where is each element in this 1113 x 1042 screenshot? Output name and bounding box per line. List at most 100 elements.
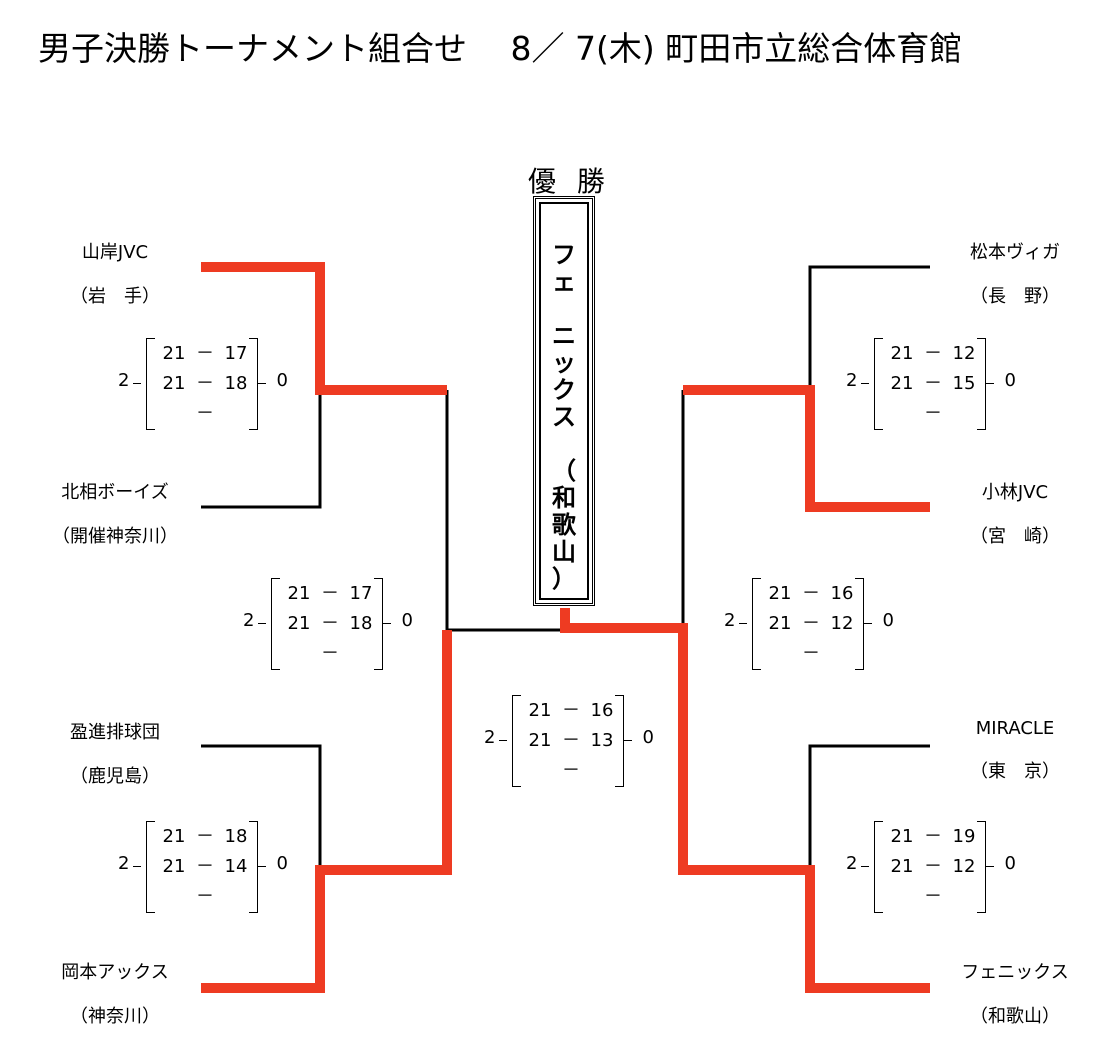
sets-won-right: 0 bbox=[401, 610, 413, 631]
team-prefecture: （開催神奈川） bbox=[52, 526, 178, 547]
sets-won-left: 2 bbox=[846, 853, 858, 874]
champion-char: 和 bbox=[552, 484, 576, 512]
set-right: 12 bbox=[830, 613, 854, 634]
team-name: MIRACLE bbox=[975, 718, 1055, 739]
team-prefecture: （神奈川） bbox=[70, 1006, 160, 1027]
set-left bbox=[526, 756, 554, 786]
champion-char: フ bbox=[552, 241, 576, 269]
set-right bbox=[828, 639, 856, 669]
sets-won-left: 2 bbox=[484, 727, 496, 748]
set-score: 21－12 bbox=[888, 852, 978, 882]
team-entry: フェニックス（和歌山） bbox=[920, 958, 1110, 1028]
set-left: 21 bbox=[287, 613, 311, 634]
right-bracket bbox=[855, 578, 864, 670]
bracket-tick bbox=[258, 383, 266, 384]
team-name: 山岸JVC bbox=[81, 242, 149, 263]
bracket-tick bbox=[739, 623, 747, 624]
set-score: 21－12 bbox=[766, 609, 856, 639]
champion-char: ク bbox=[552, 376, 576, 404]
team-entry: 松本ヴィガ （長 野） bbox=[920, 238, 1110, 308]
team-name: 松本ヴィガ bbox=[970, 242, 1060, 263]
right-bracket bbox=[977, 821, 986, 913]
set-right bbox=[588, 756, 616, 786]
set-left: 21 bbox=[890, 343, 914, 364]
set-score: 21－19 bbox=[888, 822, 978, 852]
team-name: 小林JVC bbox=[981, 482, 1049, 503]
team-prefecture: （宮 崎） bbox=[970, 526, 1060, 547]
set-dash: － bbox=[196, 826, 214, 847]
set-right bbox=[950, 399, 978, 429]
set-left: 21 bbox=[162, 826, 186, 847]
set-dash: － bbox=[562, 760, 580, 781]
set-left bbox=[888, 399, 916, 429]
set-dash: － bbox=[196, 886, 214, 907]
line-eishin bbox=[201, 744, 322, 870]
set-dash: － bbox=[924, 826, 942, 847]
champion-label: 優 勝 bbox=[528, 165, 611, 198]
page-title: 男子決勝トーナメント組合せ 8／ 7(木) 町田市立総合体育館 bbox=[38, 29, 963, 68]
right-bracket bbox=[615, 695, 624, 787]
team-entry: 盈進排球団 （鹿児島） bbox=[20, 718, 210, 788]
set-dash: － bbox=[562, 730, 580, 751]
sets-won-left: 2 bbox=[118, 853, 130, 874]
set-right bbox=[347, 639, 375, 669]
set-left: 21 bbox=[162, 343, 186, 364]
team-entry: 小林JVC （宮 崎） bbox=[920, 478, 1110, 548]
champion-char: ス bbox=[552, 403, 576, 431]
right-bracket bbox=[977, 338, 986, 430]
bracket-tick bbox=[986, 383, 994, 384]
left-bracket bbox=[874, 338, 883, 430]
set-score: 21－15 bbox=[888, 369, 978, 399]
left-bracket bbox=[146, 821, 155, 913]
set-left bbox=[766, 639, 794, 669]
set-left bbox=[285, 639, 313, 669]
team-prefecture: （東 京） bbox=[970, 761, 1060, 782]
set-right bbox=[222, 882, 250, 912]
set-dash: － bbox=[924, 403, 942, 424]
team-name: フェニックス bbox=[961, 962, 1069, 983]
bracket-tick bbox=[864, 623, 872, 624]
champion-char: 山 bbox=[552, 538, 576, 566]
set-score: － bbox=[285, 639, 375, 669]
set-dash: － bbox=[321, 583, 339, 604]
set-left: 21 bbox=[768, 613, 792, 634]
set-score: 21－14 bbox=[160, 852, 250, 882]
set-score: 21－18 bbox=[160, 369, 250, 399]
set-right: 13 bbox=[590, 730, 614, 751]
team-prefecture: （長 野） bbox=[970, 286, 1060, 307]
bracket-tick bbox=[499, 740, 507, 741]
set-left: 21 bbox=[768, 583, 792, 604]
set-right: 16 bbox=[590, 700, 614, 721]
win-line-phoenix bbox=[560, 608, 930, 993]
right-bracket bbox=[374, 578, 383, 670]
set-right bbox=[950, 882, 978, 912]
set-right bbox=[222, 399, 250, 429]
set-dash: － bbox=[196, 856, 214, 877]
left-bracket bbox=[271, 578, 280, 670]
set-left: 21 bbox=[162, 856, 186, 877]
line-matsumoto bbox=[808, 265, 930, 390]
set-score: 21－17 bbox=[285, 579, 375, 609]
champion-name: フェニックス（和歌山） bbox=[539, 202, 589, 600]
right-bracket bbox=[249, 821, 258, 913]
champion-char: ッ bbox=[552, 349, 576, 377]
bracket-tick bbox=[258, 623, 266, 624]
bracket-tick bbox=[861, 383, 869, 384]
sets-won-left: 2 bbox=[846, 370, 858, 391]
bracket-tick bbox=[624, 740, 632, 741]
right-bracket bbox=[249, 338, 258, 430]
set-dash: － bbox=[924, 373, 942, 394]
sets-won-right: 0 bbox=[1004, 370, 1016, 391]
win-line-okamoto bbox=[201, 630, 452, 993]
team-prefecture: （鹿児島） bbox=[70, 766, 160, 787]
set-right: 17 bbox=[224, 343, 248, 364]
set-left bbox=[160, 882, 188, 912]
set-left: 21 bbox=[890, 856, 914, 877]
team-name: 盈進排球団 bbox=[70, 722, 160, 743]
set-left: 21 bbox=[528, 700, 552, 721]
